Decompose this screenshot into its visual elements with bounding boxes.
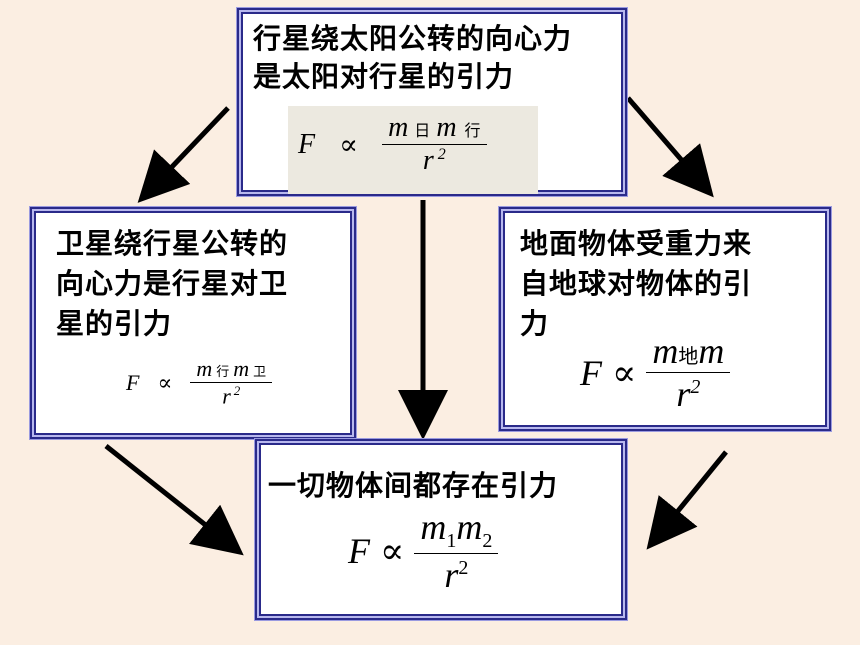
proportional-symbol: ∝ (157, 369, 173, 395)
proportional-symbol: ∝ (380, 531, 405, 572)
formula-lhs: F (298, 128, 316, 160)
bottom-box-title: 一切物体间都存在引力 (268, 469, 559, 502)
left-box (34, 211, 352, 435)
arrow-right-to-bottom (646, 450, 728, 550)
formula-lhs: F (348, 531, 370, 572)
arrow-left-to-bottom (104, 444, 244, 556)
right-box-title-line1: 地面物体受重力来 (520, 227, 753, 260)
bottom-box (259, 443, 623, 616)
proportional-symbol: ∝ (612, 352, 637, 393)
numerator: m1m2 (420, 507, 493, 553)
right-box-title-line2: 自地球对物体的引 (520, 267, 753, 300)
arrow-top-to-left (137, 106, 230, 203)
right-box (503, 211, 827, 427)
denominator: r2 (646, 372, 731, 415)
arrow-top-to-right (626, 96, 714, 198)
left-box-title-line3: 星的引力 (56, 307, 173, 340)
formula-lhs: F (580, 352, 602, 393)
bottom-formula: F ∝ m1m2 r2 (348, 506, 499, 596)
right-box-title-line3: 力 (520, 307, 550, 340)
left-box-title-line1: 卫星绕行星公转的 (56, 227, 289, 260)
proportional-symbol: ∝ (339, 129, 359, 161)
fraction: m1m2 r2 (414, 506, 499, 596)
numerator: m地m (652, 331, 725, 371)
right-formula: F ∝ m地m r2 (580, 330, 731, 415)
left-box-title-line2: 向心力是行星对卫 (56, 267, 289, 300)
denominator: r2 (414, 553, 499, 596)
fraction: m地m r2 (646, 330, 731, 415)
top-box-title-line2: 是太阳对行星的引力 (253, 60, 515, 93)
top-box-title-line1: 行星绕太阳公转的向心力 (253, 22, 573, 55)
formula-lhs: F (126, 369, 140, 395)
top-formula-panel (288, 106, 538, 194)
